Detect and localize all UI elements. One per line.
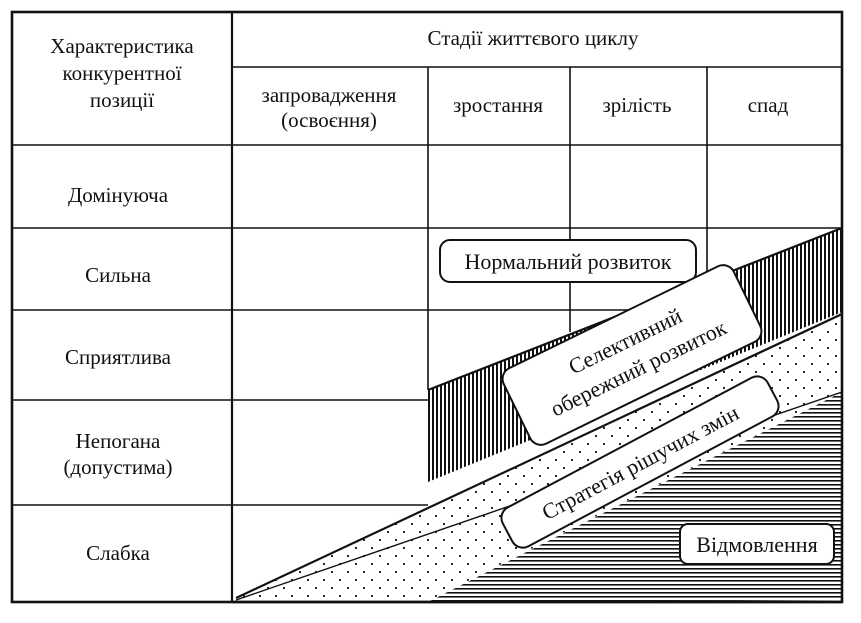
corner-header-line-2: конкурентної	[62, 61, 181, 85]
position-strong: Сильна	[85, 263, 152, 287]
stage-growth: зростання	[453, 93, 543, 117]
position-acceptable-line-2: (допустима)	[63, 455, 172, 479]
zone-normal-label: Нормальний розвиток	[439, 239, 697, 283]
table-grid	[10, 10, 844, 604]
position-acceptable-line-1: Непогана	[76, 429, 161, 453]
zone-abandon-label: Відмовлення	[679, 523, 835, 565]
stage-decline: спад	[748, 93, 789, 117]
corner-header-line-1: Характеристика	[50, 34, 194, 58]
svg-text:Відмовлення: Відмовлення	[696, 532, 817, 557]
stage-introduction-line-1: запровадження	[262, 83, 397, 107]
stage-introduction-line-2: (освоєння)	[281, 108, 377, 132]
stages-header: Стадії життєвого циклу	[428, 26, 639, 50]
svg-text:Нормальний розвиток: Нормальний розвиток	[465, 249, 672, 274]
stage-maturity: зрілість	[602, 93, 671, 117]
position-dominant: Домінуюча	[68, 183, 169, 207]
corner-header-line-3: позиції	[90, 88, 154, 112]
position-favorable: Сприятлива	[65, 345, 172, 369]
position-weak: Слабка	[86, 541, 150, 565]
